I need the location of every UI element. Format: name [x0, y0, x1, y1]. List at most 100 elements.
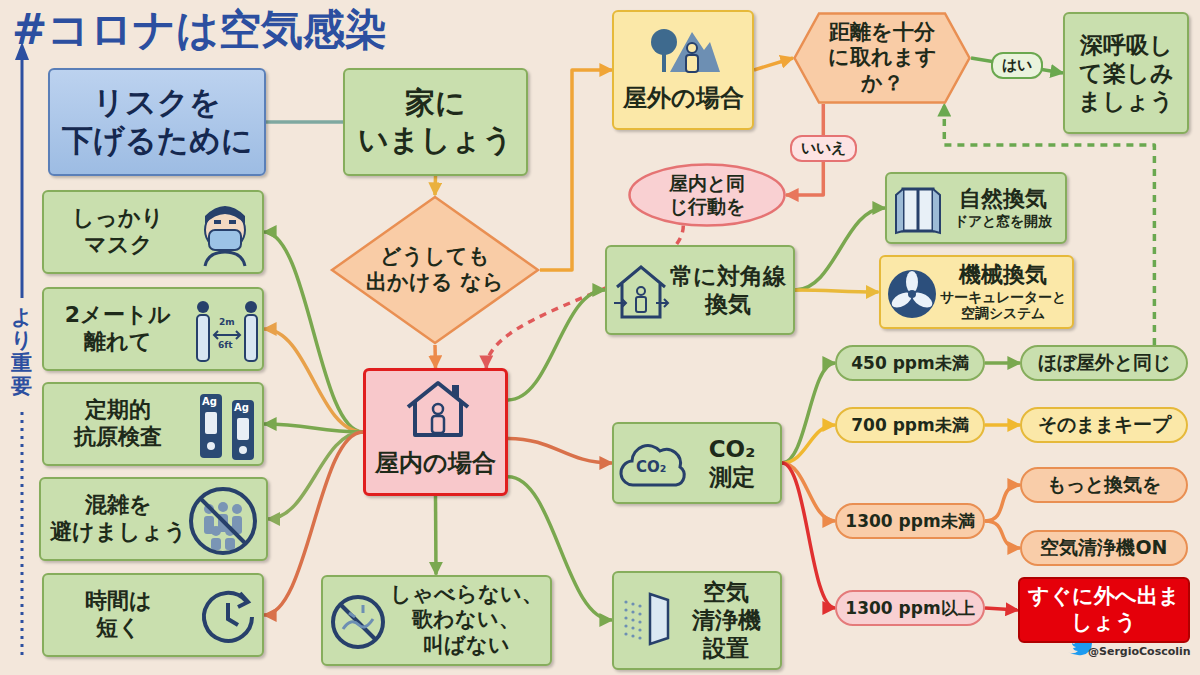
connector — [754, 58, 793, 70]
connector — [795, 208, 885, 290]
node-icon — [620, 588, 674, 648]
process-box: 混雑を 避けましょう — [39, 477, 268, 561]
node-text: そのままキープ — [1038, 413, 1171, 436]
process-box: 2メートル 離れて 2m 6ft — [42, 287, 264, 371]
process-box: 1300 ppm未満 — [835, 503, 985, 539]
connector — [433, 345, 437, 368]
credit-label: @SergioCoscolin — [1088, 646, 1191, 657]
node-text: 混雑を 避けましょう — [50, 492, 187, 546]
process-box: ほぼ屋外と同じ — [1020, 345, 1188, 381]
connector — [434, 496, 438, 575]
process-box: 700 ppm未満 — [835, 407, 985, 443]
connector — [985, 423, 1020, 427]
node-text: 1300 ppm未満 — [845, 511, 974, 532]
process-box: しゃべらない、 歌わない、 叫ばない — [321, 575, 552, 666]
node-text: ほぼ屋外と同じ — [1038, 351, 1171, 374]
connector — [264, 424, 363, 432]
node-text: 空気 清浄機 設置 — [692, 578, 761, 662]
shape-outline — [332, 197, 538, 343]
node-icon — [613, 263, 669, 321]
connector — [782, 425, 835, 463]
node-text: 機械換気 — [959, 262, 1047, 289]
connector — [264, 329, 363, 432]
connector — [782, 363, 835, 463]
shape-outline — [795, 14, 970, 103]
node-icon — [895, 185, 941, 235]
node-text: 家に いましょう — [358, 85, 513, 158]
node-icon — [198, 587, 258, 647]
node-text: 屋外の場合 — [623, 84, 744, 113]
shape-node: 屋内と同 じ行動を — [628, 163, 786, 227]
process-box: リスクを 下げるために — [48, 68, 266, 176]
process-box: すぐに外へ出ま しょう — [1018, 577, 1190, 643]
icon-label: CO₂ — [636, 460, 666, 475]
shape-outline — [630, 165, 785, 226]
node-icon — [187, 485, 259, 557]
node-text: 1300 ppm以上 — [845, 598, 974, 619]
process-box: 家に いましょう — [343, 68, 528, 176]
node-icon — [190, 200, 260, 268]
node-text: 700 ppm未満 — [851, 415, 968, 436]
process-box: 自然換気ドアと窓を開放 — [885, 172, 1067, 244]
node-text: どうしても 出かける なら — [366, 244, 504, 295]
process-box: 機械換気サーキュレーターと 空調システム — [879, 255, 1074, 329]
connector — [985, 485, 1020, 521]
node-text: しっかり マスク — [72, 205, 164, 259]
process-box: CO₂ 測定 CO₂ — [612, 422, 782, 504]
node-text: 自然換気 — [959, 186, 1047, 213]
connector — [268, 432, 364, 519]
edge-label: はい — [991, 52, 1043, 79]
connector — [782, 463, 835, 608]
connector — [540, 70, 612, 270]
process-box: しっかり マスク — [42, 190, 264, 274]
node-text: 常に対角線 換気 — [670, 262, 786, 318]
node-subtext: サーキュレーターと 空調システム — [940, 289, 1066, 322]
icon-label: 6ft — [218, 341, 232, 350]
process-box: 深呼吸し て楽しみ ましょう — [1063, 12, 1189, 134]
node-icon — [329, 593, 387, 651]
axis-label: より重要 — [11, 306, 32, 398]
process-box: 450 ppm未満 — [835, 345, 985, 381]
process-box: 屋内の場合 — [363, 368, 508, 496]
node-text: リスクを 下げるために — [62, 84, 253, 160]
shape-node: 距離を十分 に取れます か？ — [793, 12, 971, 104]
node-text: 深呼吸し て楽しみ ましょう — [1078, 31, 1174, 115]
icon-label: 2m — [219, 318, 235, 327]
node-text: もっと換気を — [1047, 473, 1161, 496]
node-text: 屋内の場合 — [375, 449, 496, 478]
connector — [266, 120, 343, 124]
node-text: 距離を十分 に取れます か？ — [828, 20, 937, 97]
node-text: 定期的 抗原検査 — [74, 397, 162, 451]
node-subtext: ドアと窓を開放 — [954, 213, 1052, 230]
process-box: そのままキープ — [1020, 407, 1188, 443]
shape-node: どうしても 出かける なら — [330, 195, 540, 345]
process-box: 定期的 抗原検査AgAg — [42, 382, 264, 466]
connector — [795, 290, 879, 292]
icon-label: Ag — [202, 397, 217, 407]
process-box: 1300 ppm以上 — [835, 590, 985, 626]
edge-label: いいえ — [790, 135, 857, 162]
process-box: 空気清浄機ON — [1020, 530, 1188, 566]
node-text: 屋内と同 じ行動を — [669, 172, 745, 218]
connector — [985, 361, 1020, 365]
connector — [985, 521, 1020, 548]
node-text: 2メートル 離れて — [65, 302, 171, 356]
node-text: CO₂ 測定 — [709, 435, 756, 491]
process-box: 時間は 短く — [42, 573, 264, 657]
process-box: 常に対角線 換気 — [605, 245, 795, 335]
node-text: しゃべらない、 歌わない、 叫ばない — [390, 582, 543, 659]
node-text: 空気清浄機ON — [1040, 536, 1167, 559]
process-box: 屋外の場合 — [612, 10, 754, 130]
process-box: 空気 清浄機 設置 — [612, 571, 782, 670]
node-icon — [886, 268, 938, 320]
node-text: 450 ppm未満 — [851, 353, 968, 374]
node-text: 時間は 短く — [85, 588, 152, 642]
connector — [508, 438, 612, 463]
node-icon — [648, 18, 722, 74]
diagram-title: #コロナは空気感染 — [12, 2, 387, 58]
connector — [508, 290, 605, 400]
connector — [985, 608, 1018, 610]
node-text: すぐに外へ出ま しょう — [1028, 584, 1180, 635]
node-icon — [402, 377, 474, 439]
